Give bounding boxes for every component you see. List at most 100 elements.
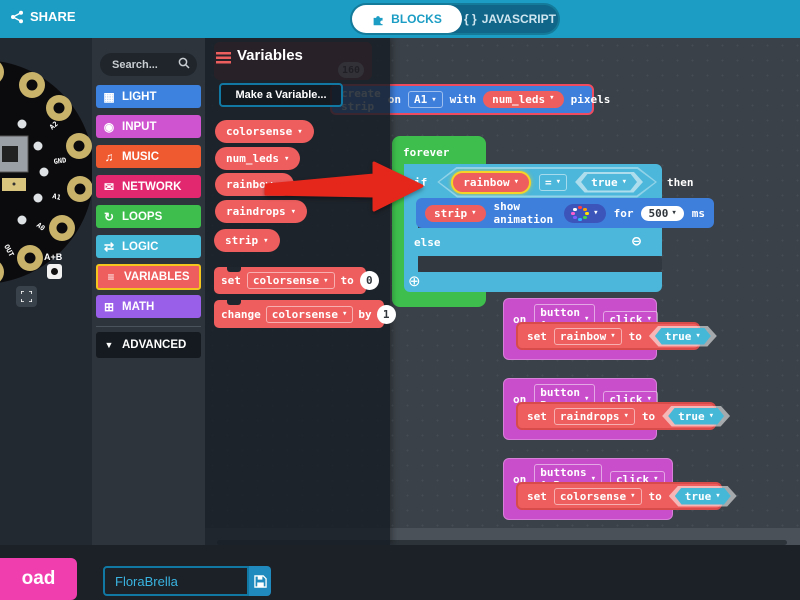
chevron-down-icon: ▾ <box>277 179 283 190</box>
sidebar-item-network[interactable]: ✉NETWORK <box>96 175 201 198</box>
chevron-down-icon: ▾ <box>549 93 555 103</box>
sidebar-item-input[interactable]: ◉INPUT <box>96 115 201 138</box>
chevron-down-icon: ▾ <box>590 474 597 484</box>
search-input[interactable] <box>100 53 197 76</box>
download-button[interactable]: oad <box>0 558 77 600</box>
variable-pill-num-leds[interactable]: num_leds▾ <box>215 147 301 170</box>
chevron-down-icon: ▾ <box>695 331 701 341</box>
chevron-down-icon: ▾ <box>297 126 303 137</box>
variable-pill-colorsense[interactable]: colorsense▾ <box>215 120 314 143</box>
set-colorsense-block[interactable]: set colorsense▾ to true▾ <box>516 482 737 510</box>
set-raindrops-block[interactable]: set raindrops▾ to true▾ <box>516 402 731 430</box>
if-block-spine <box>404 256 418 272</box>
true-value-dropdown[interactable]: true▾ <box>662 405 731 427</box>
rainbow-variable-pill-highlighted[interactable]: rainbow▾ <box>451 170 532 194</box>
chevron-down-icon: ▾ <box>715 491 721 501</box>
sidebar-item-math[interactable]: ⊞MATH <box>96 295 201 318</box>
rainbow-animation-icon <box>571 205 589 221</box>
set-variable-block[interactable]: set colorsense▾ to 0 <box>214 267 379 294</box>
value-input[interactable]: 0 <box>359 271 379 290</box>
save-button[interactable] <box>249 566 271 596</box>
if-block[interactable]: if rainbow▾ =▾ true▾ then <box>404 164 694 200</box>
sidebar-item-loops[interactable]: ↻LOOPS <box>96 205 201 228</box>
true-value-dropdown[interactable]: true▾ <box>575 171 643 193</box>
else-section: else ⊖ <box>404 228 662 256</box>
variable-dropdown[interactable]: colorsense▾ <box>553 487 642 505</box>
share-button[interactable]: SHARE <box>10 9 76 24</box>
chevron-down-icon: ▾ <box>431 94 437 105</box>
chevron-down-icon: ▾ <box>621 177 627 187</box>
show-animation-block[interactable]: strip▾ show animation ▾ for 500▾ ms <box>416 198 714 228</box>
variable-dropdown[interactable]: colorsense▾ <box>246 272 335 289</box>
add-else-icon[interactable]: ⊕ <box>408 273 421 290</box>
ab-button-label: A+B <box>44 252 63 262</box>
change-variable-block[interactable]: change colorsense▾ by 1 <box>214 300 396 328</box>
make-variable-button[interactable]: Make a Variable... <box>219 83 343 107</box>
sidebar-item-light[interactable]: ▦LIGHT <box>96 85 201 108</box>
calculator-icon: ⊞ <box>103 299 115 314</box>
chevron-down-icon: ▾ <box>593 208 599 218</box>
puzzle-icon <box>373 15 383 25</box>
chevron-down-icon: ▾ <box>471 208 477 218</box>
chevron-down-icon: ▾ <box>513 177 520 187</box>
true-value-dropdown[interactable]: true▾ <box>648 325 717 347</box>
empty-statement-slot[interactable] <box>418 256 662 272</box>
list-icon: ≡ <box>107 270 115 284</box>
chevron-down-icon: ▾ <box>610 331 616 341</box>
fullscreen-button[interactable] <box>16 286 37 307</box>
chevron-down-icon: ▾ <box>623 411 629 421</box>
chevron-down-icon: ▾ <box>323 275 329 286</box>
tab-javascript[interactable]: { } JAVASCRIPT <box>462 5 558 33</box>
operator-dropdown[interactable]: =▾ <box>539 173 568 191</box>
top-bar: SHARE BLOCKS { } JAVASCRIPT <box>0 0 800 38</box>
sidebar-item-variables[interactable]: ≡VARIABLES <box>96 264 201 290</box>
forever-block-foot <box>392 290 486 307</box>
simulator-panel: A2 GND A1 A0 OUT A+B <box>0 38 92 545</box>
toolbox: ▦LIGHT ◉INPUT ♫MUSIC ✉NETWORK ↻LOOPS ⇄LO… <box>92 38 205 545</box>
pin-label-a2: A2 <box>48 120 60 132</box>
workspace[interactable]: 160 create strip on A1▾ with num_leds▾ p… <box>205 38 800 545</box>
chevron-down-icon: ▾ <box>290 206 297 217</box>
flyout-title: Variables <box>237 47 303 64</box>
chat-bubbles-icon: ✉ <box>103 179 115 194</box>
chevron-down-icon: ▾ <box>584 314 590 324</box>
variable-dropdown[interactable]: raindrops▾ <box>553 407 635 425</box>
loop-icon: ↻ <box>103 209 115 224</box>
value-input[interactable]: 1 <box>376 304 396 324</box>
variable-dropdown[interactable]: rainbow▾ <box>553 327 622 345</box>
circuit-playground-board[interactable]: A2 GND A1 A0 OUT <box>0 38 92 328</box>
editor-mode-toggle: BLOCKS { } JAVASCRIPT <box>352 5 558 33</box>
animation-dropdown[interactable]: ▾ <box>564 203 606 223</box>
comparison-block[interactable]: rainbow▾ =▾ true▾ <box>437 166 657 198</box>
num-leds-variable-pill[interactable]: num_leds▾ <box>483 91 564 108</box>
variable-pill-raindrops[interactable]: raindrops▾ <box>215 200 308 223</box>
sidebar-item-music[interactable]: ♫MUSIC <box>96 145 201 168</box>
sidebar-item-advanced[interactable]: ▼ADVANCED <box>96 332 201 358</box>
variable-dropdown[interactable]: colorsense▾ <box>265 305 354 323</box>
tab-blocks[interactable]: BLOCKS <box>352 5 462 33</box>
chevron-down-icon: ▾ <box>653 474 659 484</box>
variable-pill-rainbow[interactable]: rainbow▾ <box>215 173 294 196</box>
collapse-else-icon[interactable]: ⊖ <box>632 232 642 250</box>
duration-dropdown[interactable]: 500▾ <box>641 205 684 221</box>
variable-pill-strip[interactable]: strip▾ <box>214 229 280 252</box>
chevron-down-icon: ▾ <box>283 153 290 164</box>
horizontal-scrollbar-thumb[interactable] <box>217 540 787 545</box>
chevron-down-icon: ▾ <box>263 235 269 246</box>
chevron-down-icon: ▾ <box>646 394 652 404</box>
target-icon: ◉ <box>103 119 115 134</box>
headphones-icon: ♫ <box>104 149 114 164</box>
chevron-down-icon: ▾ <box>671 208 677 218</box>
project-name-input[interactable] <box>103 566 249 596</box>
tab-javascript-label: JAVASCRIPT <box>481 12 556 26</box>
ab-button[interactable] <box>47 264 62 279</box>
sidebar-item-logic[interactable]: ⇄LOGIC <box>96 235 201 258</box>
pin-dropdown[interactable]: A1▾ <box>408 91 443 108</box>
chevron-down-icon: ▾ <box>630 491 636 501</box>
share-icon <box>11 10 23 23</box>
true-value-dropdown[interactable]: true▾ <box>668 485 737 507</box>
strip-variable-pill[interactable]: strip▾ <box>425 204 486 222</box>
chevron-down-icon: ▾ <box>584 394 590 404</box>
set-rainbow-block[interactable]: set rainbow▾ to true▾ <box>516 322 717 350</box>
